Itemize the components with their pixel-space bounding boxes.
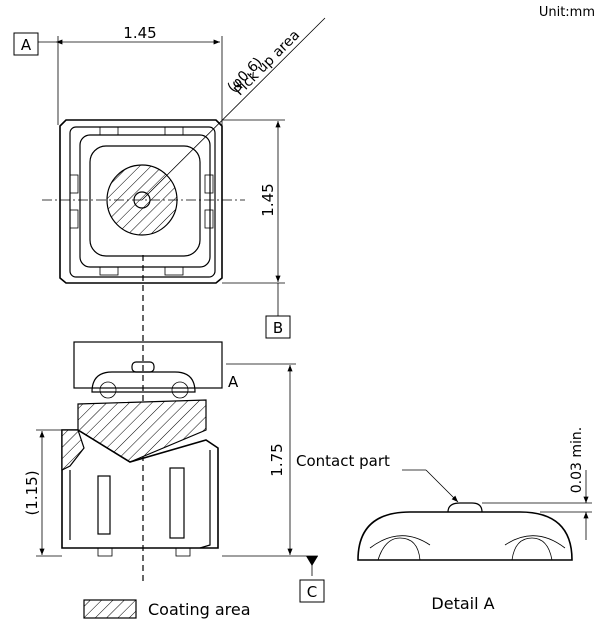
units-label: Unit:mm <box>539 5 595 20</box>
pickup-area-label: Pick up area <box>231 27 303 99</box>
detail-title: Detail A <box>431 594 494 613</box>
coating-band <box>77 399 207 463</box>
height-dim-value: 1.45 <box>259 183 277 216</box>
datum-a-label: A <box>21 36 32 54</box>
datum-a-box <box>13 32 39 56</box>
contact-part-bump <box>447 502 483 513</box>
datum-c-box <box>299 579 325 603</box>
datum-b-box <box>265 315 291 339</box>
detail-view: Contact part 0.03 min. Detail A <box>296 427 592 613</box>
coating-swatch <box>83 599 137 619</box>
coating-label: Coating area <box>148 600 251 619</box>
pickup-leader <box>141 17 326 201</box>
datum-b-label: B <box>273 319 283 337</box>
width-dim-value: 1.45 <box>123 24 156 42</box>
contact-part-label: Contact part <box>296 452 390 470</box>
lower-dim-value: (1.15) <box>23 470 41 515</box>
top-view: A 1.45 1.45 B <box>13 17 326 339</box>
min-dim-value: 0.03 min. <box>569 427 585 493</box>
contact-leader <box>425 469 459 503</box>
legend: Coating area <box>83 599 251 619</box>
detail-a-marker: A <box>228 373 239 391</box>
side-height-dim-value: 1.75 <box>268 443 286 476</box>
datum-c-label: C <box>307 583 317 601</box>
side-view: A 1.75 C (1.15) <box>23 341 325 603</box>
